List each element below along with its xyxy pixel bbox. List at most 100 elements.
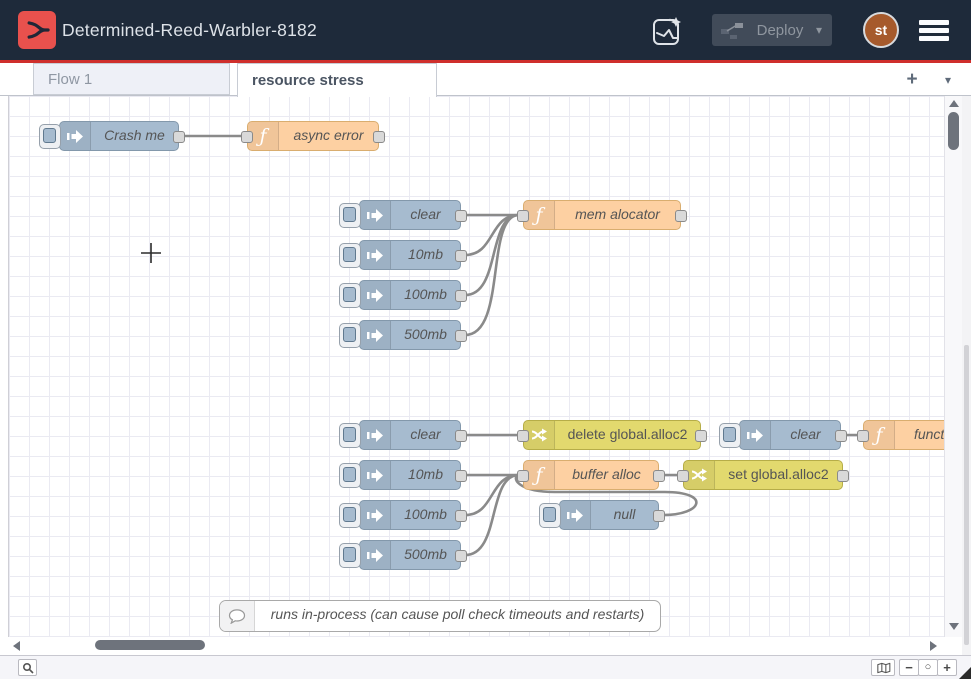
resize-grip[interactable] xyxy=(959,667,971,679)
inject-trigger-button[interactable] xyxy=(339,423,361,448)
input-port[interactable] xyxy=(241,131,253,143)
node-100mb-2[interactable]: 100mb xyxy=(339,500,467,530)
node-clear-1[interactable]: clear xyxy=(339,200,467,230)
zoom-out-button[interactable]: − xyxy=(899,659,919,676)
output-port[interactable] xyxy=(653,470,665,482)
ai-flow-icon[interactable] xyxy=(648,12,686,50)
inject-trigger-button[interactable] xyxy=(719,423,741,448)
output-port[interactable] xyxy=(455,470,467,482)
node-100mb-1[interactable]: 100mb xyxy=(339,280,467,310)
output-port[interactable] xyxy=(455,290,467,302)
deploy-caret-down-icon[interactable]: ▾ xyxy=(815,23,822,37)
node-500mb-1[interactable]: 500mb xyxy=(339,320,467,350)
output-port[interactable] xyxy=(455,210,467,222)
wire-10mb-1-to-mem-alocator[interactable] xyxy=(463,213,521,257)
node-500mb-2[interactable]: 500mb xyxy=(339,540,467,570)
zoom-in-button[interactable]: + xyxy=(937,659,957,676)
flow-tab-bar: Flow 1 resource stress + ▾ xyxy=(0,63,971,97)
change-shuffle-icon xyxy=(684,461,715,489)
wire-500mb-1-to-mem-alocator[interactable] xyxy=(463,213,521,337)
scroll-down-icon[interactable] xyxy=(949,623,959,630)
search-icon[interactable] xyxy=(18,659,37,676)
node-red-logo-icon[interactable] xyxy=(18,11,56,49)
inject-arrow-icon xyxy=(360,461,391,489)
node-delete-global-alloc2[interactable]: delete global.alloc2 xyxy=(517,420,707,450)
node-clear-3[interactable]: clear xyxy=(719,420,847,450)
deploy-button[interactable]: Deploy ▾ xyxy=(712,14,832,46)
tab-resource-stress[interactable]: resource stress xyxy=(237,63,437,97)
add-flow-button[interactable]: + xyxy=(906,69,918,90)
tab-flow-1[interactable]: Flow 1 xyxy=(33,63,230,95)
inject-trigger-button[interactable] xyxy=(339,503,361,528)
scroll-up-icon[interactable] xyxy=(949,100,959,107)
node-10mb-2[interactable]: 10mb xyxy=(339,460,467,490)
node-10mb-1[interactable]: 10mb xyxy=(339,240,467,270)
inject-trigger-button[interactable] xyxy=(339,283,361,308)
output-port[interactable] xyxy=(653,510,665,522)
inject-trigger-inner xyxy=(343,467,356,482)
comment-bubble-icon xyxy=(220,601,255,631)
node-label: buffer alloc xyxy=(572,466,641,482)
output-port[interactable] xyxy=(173,131,185,143)
inject-arrow-icon xyxy=(360,421,391,449)
inject-arrow-icon xyxy=(740,421,771,449)
flow-list-caret-down-icon[interactable]: ▾ xyxy=(944,73,952,87)
output-port[interactable] xyxy=(455,330,467,342)
inject-trigger-button[interactable] xyxy=(339,323,361,348)
vertical-scrollbar-thumb[interactable] xyxy=(948,112,959,150)
node-label: async error xyxy=(293,127,364,143)
output-port[interactable] xyxy=(675,210,687,222)
horizontal-scrollbar-thumb[interactable] xyxy=(95,640,205,650)
function-f-icon: ƒ xyxy=(864,421,895,449)
input-port[interactable] xyxy=(857,430,869,442)
input-port[interactable] xyxy=(517,470,529,482)
outer-scrollbar[interactable] xyxy=(962,96,971,655)
output-port[interactable] xyxy=(455,250,467,262)
node-function[interactable]: ƒ function xyxy=(857,420,944,450)
wire-null-to-buffer-alloc[interactable] xyxy=(514,473,698,517)
inject-trigger-button[interactable] xyxy=(39,124,61,149)
hamburger-menu-icon[interactable] xyxy=(919,20,949,41)
scroll-right-icon[interactable] xyxy=(930,641,937,651)
outer-scrollbar-thumb[interactable] xyxy=(964,345,969,645)
node-comment[interactable]: runs in-process (can cause poll check ti… xyxy=(219,600,661,632)
inject-trigger-button[interactable] xyxy=(339,243,361,268)
output-port[interactable] xyxy=(835,430,847,442)
node-label: runs in-process (can cause poll check ti… xyxy=(270,606,645,622)
node-crash-me[interactable]: Crash me xyxy=(39,121,185,151)
zoom-reset-button[interactable]: ○ xyxy=(918,659,938,676)
wire-500mb-2-to-buffer-alloc[interactable] xyxy=(463,473,521,557)
inject-trigger-button[interactable] xyxy=(339,203,361,228)
output-port[interactable] xyxy=(695,430,707,442)
node-set-global-alloc2[interactable]: set global.alloc2 xyxy=(677,460,849,490)
input-port[interactable] xyxy=(517,430,529,442)
node-label: 100mb xyxy=(404,286,447,302)
scroll-left-icon[interactable] xyxy=(13,641,20,651)
status-footer: − ○ + xyxy=(0,655,971,679)
horizontal-scrollbar[interactable] xyxy=(8,637,944,655)
user-avatar[interactable]: st xyxy=(863,12,899,48)
wire-100mb-2-to-buffer-alloc[interactable] xyxy=(463,473,521,517)
inject-trigger-inner xyxy=(343,287,356,302)
input-port[interactable] xyxy=(517,210,529,222)
vertical-scrollbar[interactable] xyxy=(944,96,962,637)
inject-arrow-icon xyxy=(360,501,391,529)
output-port[interactable] xyxy=(837,470,849,482)
node-clear-2[interactable]: clear xyxy=(339,420,467,450)
input-port[interactable] xyxy=(677,470,689,482)
inject-trigger-button[interactable] xyxy=(339,463,361,488)
output-port[interactable] xyxy=(373,131,385,143)
output-port[interactable] xyxy=(455,430,467,442)
output-port[interactable] xyxy=(455,550,467,562)
inject-trigger-button[interactable] xyxy=(339,543,361,568)
map-navigator-icon[interactable] xyxy=(871,659,895,676)
output-port[interactable] xyxy=(455,510,467,522)
inject-trigger-inner xyxy=(43,128,56,143)
node-label: function xyxy=(913,426,944,442)
node-null[interactable]: null xyxy=(539,500,665,530)
inject-trigger-button[interactable] xyxy=(539,503,561,528)
